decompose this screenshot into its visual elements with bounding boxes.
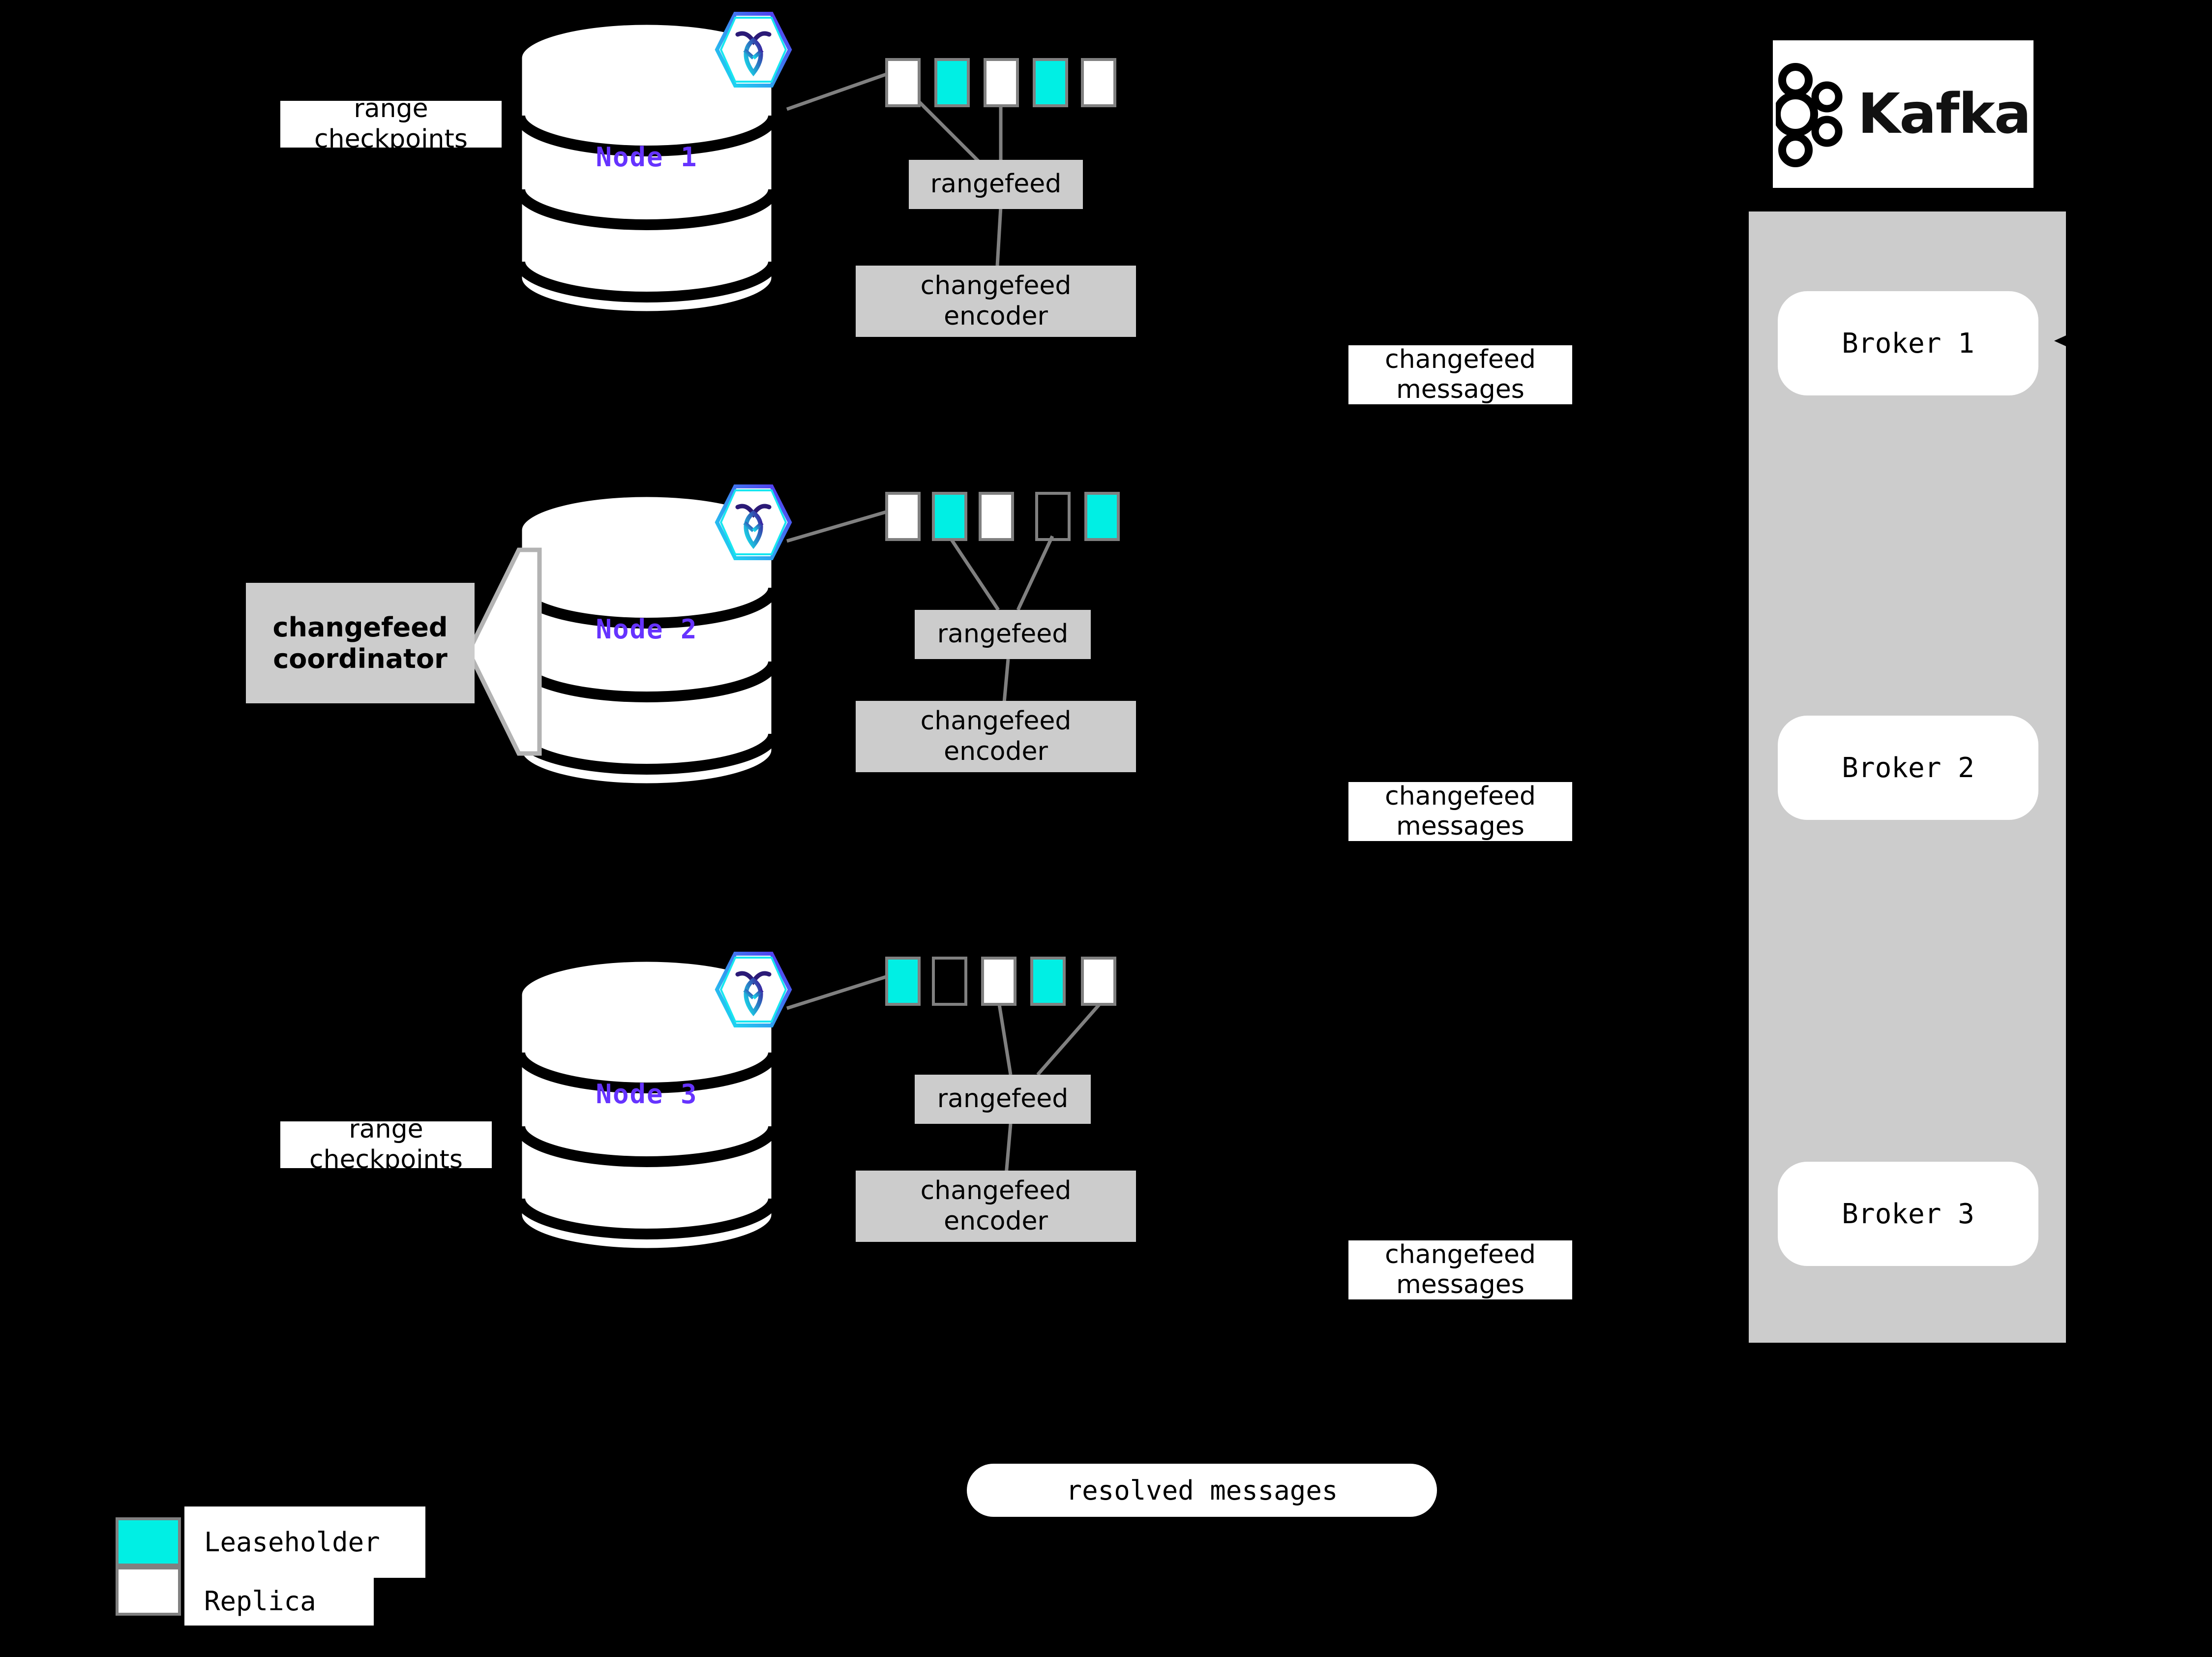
legend-swatch-replica — [116, 1567, 181, 1616]
cockroachdb-hexagon-icon — [709, 947, 793, 1035]
range-box[interactable] — [1084, 492, 1120, 541]
range-checkpoints-label-3: range checkpoints — [280, 1115, 492, 1175]
broker-item-2[interactable]: Broker 2 — [1778, 716, 2038, 820]
range-box[interactable] — [885, 957, 921, 1006]
encoder-line2: encoder — [944, 301, 1048, 331]
changefeed-messages-label-2: changefeed messages — [1348, 782, 1572, 841]
msg-line2: messages — [1396, 812, 1524, 841]
legend-swatch-leaseholder — [116, 1517, 181, 1567]
kafka-node-graph-icon — [1776, 62, 1843, 167]
msg-line2: messages — [1396, 1270, 1524, 1299]
legend-label-replica: Replica — [184, 1576, 374, 1626]
legend-label-leaseholder: Leaseholder — [184, 1506, 425, 1578]
range-box[interactable] — [1081, 58, 1116, 107]
broker-item-3[interactable]: Broker 3 — [1778, 1162, 2038, 1266]
cockroachdb-hexagon-icon — [709, 7, 793, 95]
broker-label: Broker 3 — [1842, 1198, 1974, 1230]
range-box[interactable] — [1030, 957, 1066, 1006]
broker-item-1[interactable]: Broker 1 — [1778, 291, 2038, 395]
coordinator-callout-pointer — [465, 546, 543, 759]
range-box[interactable] — [932, 492, 967, 541]
msg-line2: messages — [1396, 375, 1524, 404]
rangefeed-label: rangefeed — [937, 1084, 1069, 1114]
range-checkpoints-label-1: range checkpoints — [280, 94, 502, 154]
msg-line1: changefeed — [1385, 344, 1536, 374]
encoder-line2: encoder — [944, 736, 1048, 766]
kafka-logo-box: Kafka — [1773, 40, 2033, 188]
range-checkpoints-line2: checkpoints — [309, 1145, 463, 1175]
range-box[interactable] — [934, 58, 970, 107]
range-box[interactable] — [1035, 492, 1071, 541]
kafka-inbound-arrow-icon — [2053, 327, 2083, 359]
changefeed-messages-label-3: changefeed messages — [1348, 1240, 1572, 1299]
changefeed-encoder-box-1[interactable]: changefeed encoder — [856, 266, 1136, 337]
range-box[interactable] — [932, 957, 967, 1006]
resolved-messages-label: resolved messages — [1066, 1475, 1338, 1506]
coordinator-line2: coordinator — [273, 643, 448, 674]
changefeed-encoder-box-2[interactable]: changefeed encoder — [856, 701, 1136, 772]
changefeed-coordinator-box[interactable]: changefeed coordinator — [246, 583, 475, 703]
broker-label: Broker 1 — [1842, 327, 1974, 360]
range-box[interactable] — [885, 492, 921, 541]
range-checkpoints-line2: checkpoints — [314, 124, 468, 154]
encoder-line1: changefeed — [920, 706, 1072, 736]
legend-text: Replica — [204, 1585, 316, 1617]
rangefeed-box-3[interactable]: rangefeed — [915, 1075, 1091, 1124]
rangefeed-label: rangefeed — [930, 169, 1062, 199]
changefeed-messages-label-1: changefeed messages — [1348, 345, 1572, 404]
rangefeed-label: rangefeed — [937, 619, 1069, 649]
legend-text: Leaseholder — [204, 1527, 380, 1558]
range-box[interactable] — [885, 58, 921, 107]
range-checkpoints-line1: range — [349, 1115, 423, 1145]
rangefeed-box-2[interactable]: rangefeed — [915, 610, 1091, 659]
broker-label: Broker 2 — [1842, 752, 1974, 784]
cockroachdb-hexagon-icon — [709, 480, 793, 568]
range-box[interactable] — [984, 58, 1019, 107]
encoder-line2: encoder — [944, 1206, 1048, 1236]
range-box[interactable] — [979, 492, 1014, 541]
changefeed-encoder-box-3[interactable]: changefeed encoder — [856, 1171, 1136, 1242]
coordinator-line1: changefeed — [272, 611, 448, 643]
rangefeed-box-1[interactable]: rangefeed — [909, 160, 1083, 209]
range-checkpoints-line1: range — [354, 94, 428, 124]
msg-line1: changefeed — [1385, 781, 1536, 811]
encoder-line1: changefeed — [920, 271, 1072, 301]
kafka-wordmark: Kafka — [1857, 82, 2031, 146]
encoder-line1: changefeed — [920, 1176, 1072, 1206]
range-box[interactable] — [981, 957, 1016, 1006]
msg-line1: changefeed — [1385, 1239, 1536, 1269]
range-box[interactable] — [1081, 957, 1116, 1006]
range-box[interactable] — [1033, 58, 1068, 107]
resolved-messages-pill[interactable]: resolved messages — [967, 1464, 1437, 1517]
